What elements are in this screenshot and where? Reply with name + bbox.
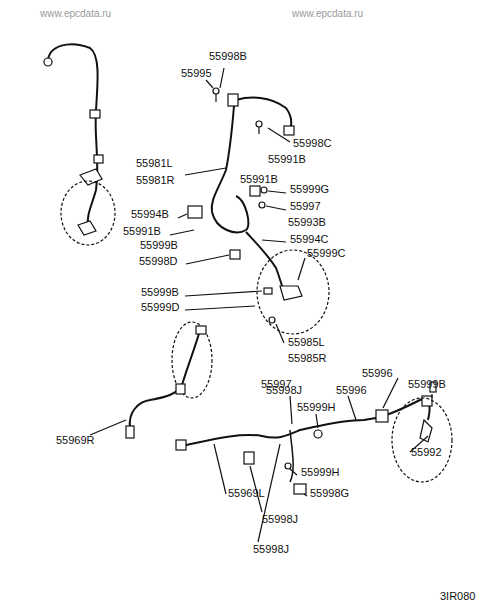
part-number: 55999H [301,466,340,478]
part-number: 55981R [136,174,175,186]
part-number: 55999B [140,239,178,251]
part-number: 55985R [288,352,327,364]
part-number: 55985L [288,336,325,348]
part-number: 55991B [123,225,161,237]
part-number: 55994B [131,208,169,220]
part-number: 55969R [56,434,95,446]
part-number: 55998B [209,50,247,62]
part-number: 55998C [293,137,332,149]
part-number: 55998D [139,255,178,267]
part-number: 55996 [362,367,393,379]
part-number: 55998G [310,487,349,499]
part-number: 55998J [262,513,298,525]
part-number: 55996 [336,384,367,396]
part-number: 55994C [290,233,329,245]
part-number: 55999G [290,183,329,195]
part-number: 55969L [228,487,265,499]
part-number: 55999D [141,301,180,313]
part-number: 55995 [181,67,212,79]
part-number: 55991B [268,153,306,165]
part-number: 55999B [408,378,446,390]
part-number: 55998J [266,384,302,396]
part-number: 55997 [290,200,321,212]
part-number: 55981L [136,157,173,169]
watermark: www.epcdata.ru [292,8,363,20]
watermark: www.epcdata.ru [40,8,111,20]
part-number: 55999H [297,401,336,413]
part-number: 55998J [253,543,289,555]
part-number: 55992 [411,446,442,458]
part-number: 55991B [240,173,278,185]
part-number: 55999B [141,286,179,298]
part-number: 55993B [288,216,326,228]
drawing-code: 3IR080 [440,590,475,602]
part-number: 55999C [307,247,346,259]
